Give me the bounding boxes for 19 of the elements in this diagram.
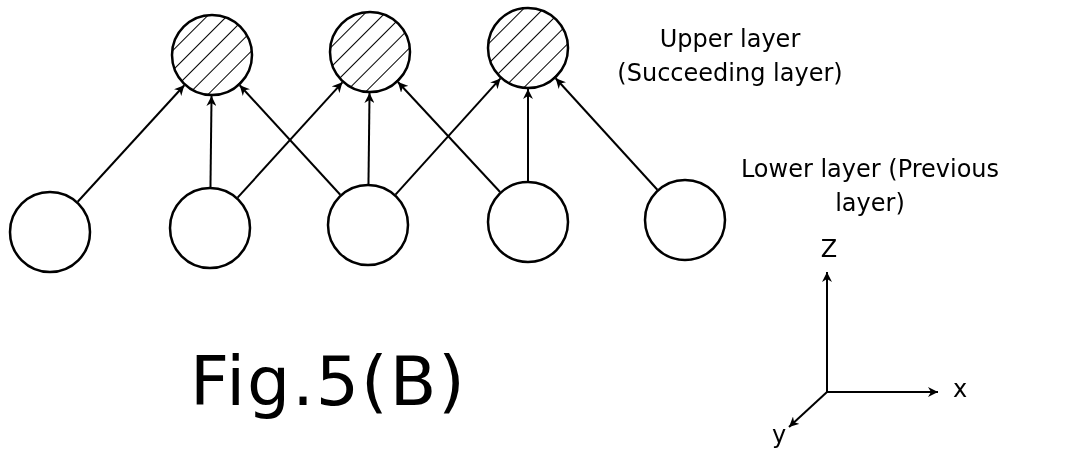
neuron-circle xyxy=(168,186,252,270)
neuron-circle xyxy=(326,183,410,267)
layer-label: Lower layer (Previous layer) xyxy=(739,154,1001,219)
arrow xyxy=(206,95,217,188)
arrow xyxy=(523,88,533,182)
axis-label: Z xyxy=(819,234,839,265)
axis-label: x xyxy=(951,374,969,405)
figure-caption: Fig.5(B) xyxy=(190,342,467,421)
neuron-circle xyxy=(643,178,727,262)
axis-label: y xyxy=(770,420,788,451)
hatched-neuron-circle xyxy=(328,10,412,94)
neuron-circle xyxy=(486,180,570,264)
arrow xyxy=(554,77,659,191)
hatched-neuron-circle xyxy=(486,6,570,90)
hatched-neuron-circle xyxy=(170,13,254,97)
arrow xyxy=(364,92,375,185)
layer-label: Upper layer (Succeeding layer) xyxy=(616,24,844,89)
neuron-circle xyxy=(8,190,92,274)
arrow xyxy=(76,84,186,203)
